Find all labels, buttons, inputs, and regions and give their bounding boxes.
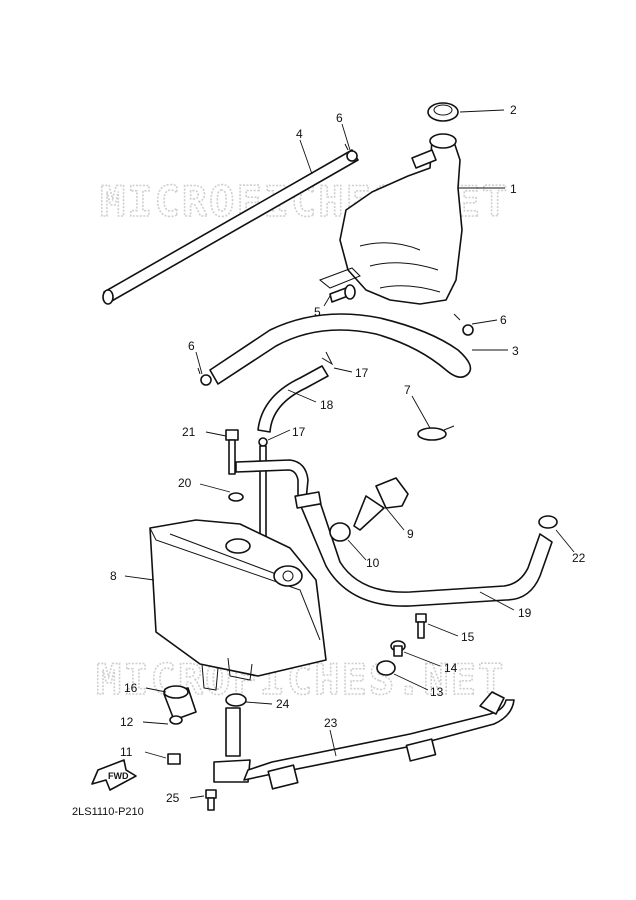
mounting-screw[interactable]	[329, 284, 356, 303]
callout-19: 19	[518, 606, 532, 620]
hose-clamp[interactable]	[417, 425, 455, 441]
drain-bolt[interactable]	[167, 753, 181, 765]
callout-13: 13	[430, 685, 444, 699]
reservoir-cap[interactable]	[427, 102, 459, 122]
small-clip-upper[interactable]	[321, 351, 334, 366]
callout-9: 9	[407, 527, 414, 541]
callouts: 2 1 3 4 5 6 6 6 7 8 9 10 11 12 13 14 15 …	[110, 103, 586, 805]
callout-24: 24	[276, 697, 290, 711]
callout-16: 16	[124, 681, 138, 695]
callout-11: 11	[120, 745, 133, 759]
callout-5: 5	[314, 305, 321, 319]
bolt-right[interactable]	[415, 613, 427, 639]
hose-clip-left[interactable]	[197, 367, 212, 386]
callout-6-right: 6	[500, 313, 507, 327]
curved-hose[interactable]	[257, 365, 329, 433]
callout-4: 4	[296, 127, 303, 141]
hose-clip-top[interactable]	[344, 143, 358, 162]
hose-clip-right[interactable]	[453, 313, 474, 336]
fwd-label: FWD	[108, 771, 129, 781]
drain-washer[interactable]	[169, 715, 183, 725]
outlet-o-ring[interactable]	[225, 693, 247, 707]
callout-3: 3	[512, 344, 519, 358]
outlet-bolt[interactable]	[205, 789, 217, 811]
callout-7: 7	[404, 383, 411, 397]
leader-lines	[124, 109, 575, 799]
overflow-hose[interactable]	[209, 313, 472, 385]
callout-18: 18	[320, 398, 334, 412]
callout-23: 23	[324, 716, 338, 730]
outlet-hose[interactable]	[213, 691, 515, 790]
bolt-washer[interactable]	[228, 492, 244, 502]
callout-20: 20	[178, 476, 192, 490]
callout-8: 8	[110, 569, 117, 583]
o-ring[interactable]	[329, 522, 351, 542]
diagram-code: 2LS1110-P210	[72, 806, 144, 818]
tank-bolt[interactable]	[225, 429, 239, 475]
callout-17-upper: 17	[355, 366, 369, 380]
callout-25: 25	[166, 791, 180, 805]
return-hose[interactable]	[294, 491, 553, 607]
callout-2: 2	[510, 103, 517, 117]
callout-1: 1	[510, 182, 517, 196]
oil-tank[interactable]	[149, 519, 327, 691]
callout-10: 10	[366, 556, 380, 570]
breather-tube[interactable]	[102, 149, 359, 305]
small-clip-lower[interactable]	[258, 437, 268, 537]
callout-21: 21	[182, 425, 196, 439]
callout-15: 15	[461, 630, 475, 644]
reservoir-tank[interactable]	[319, 133, 463, 305]
callout-22: 22	[572, 551, 586, 565]
callout-6-top: 6	[336, 111, 343, 125]
hose-clamp-right[interactable]	[538, 515, 558, 529]
filler-cap[interactable]	[353, 477, 409, 531]
callout-6-left: 6	[188, 339, 195, 353]
callout-12: 12	[120, 715, 134, 729]
fitting[interactable]	[390, 640, 406, 657]
filler-hose[interactable]	[235, 459, 309, 501]
callout-14: 14	[444, 661, 458, 675]
callout-17-lower: 17	[292, 425, 306, 439]
forward-arrow-icon: FWD	[91, 759, 137, 791]
grommet[interactable]	[376, 660, 396, 676]
